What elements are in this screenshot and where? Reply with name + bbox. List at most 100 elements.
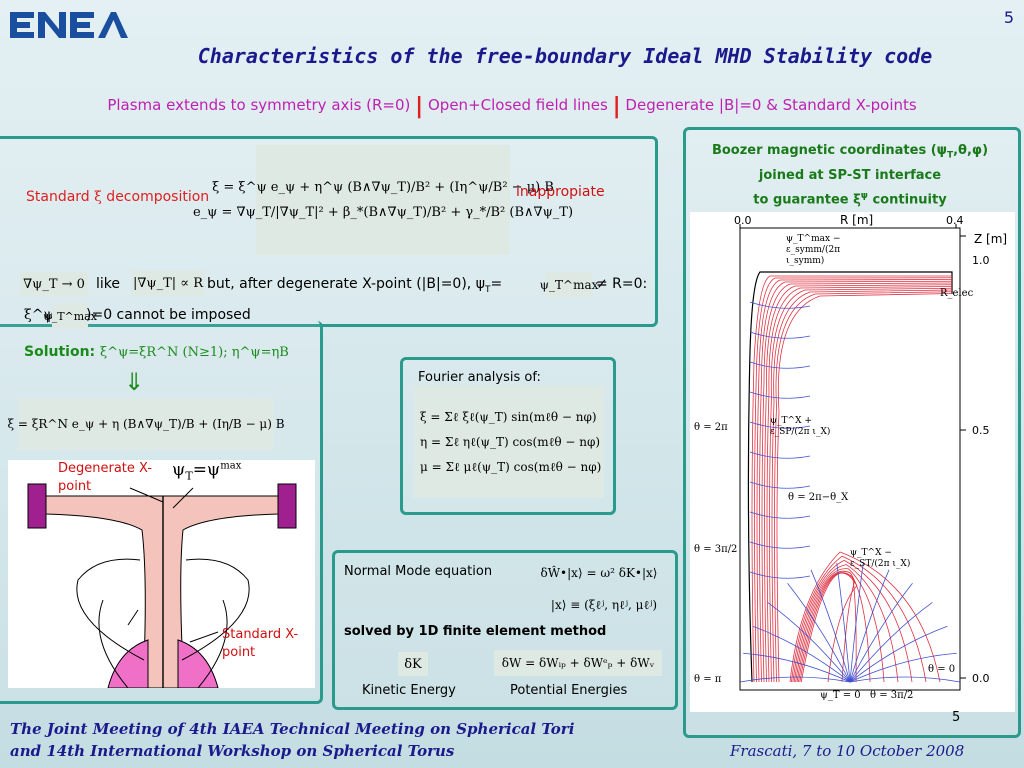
psi-max-box-2: ψ_T^max [43, 303, 97, 329]
fourier-xi: ξ = Σℓ ξℓ(ψ_T) sin(mℓθ − nφ) [420, 409, 597, 424]
plot-theta-line-0 [739, 676, 851, 683]
psi-equals: =ψ [192, 460, 221, 480]
ann-theta-2pi-minus: θ = 2π−θ_X [788, 492, 849, 503]
finite-element-label: solved by 1D finite element method [344, 624, 607, 639]
fourier-equations: ξ = Σℓ ξℓ(ψ_T) sin(mℓθ − nφ) η = Σℓ ηℓ(ψ… [414, 386, 604, 498]
standard-xpoint-label: Standard X-point [222, 627, 299, 660]
plot-theta-outer-6 [749, 481, 811, 489]
boozer-l1: Boozer magnetic coordinates (ψ [711, 143, 947, 158]
plot-theta-outer-0 [749, 301, 811, 309]
plot-flux-surface-0 [751, 275, 952, 683]
plot-theta-outer-7 [749, 511, 811, 519]
plot-theta-line-5 [810, 569, 851, 683]
psi-max-box: ψ_T^max [540, 272, 598, 298]
plot-theta-outer-1 [749, 331, 811, 339]
plot-inner-surface-8 [800, 572, 858, 683]
ann-theta-3pi2-b: θ = 3π/2 [870, 690, 914, 701]
subtitle-separator-1: | [415, 94, 424, 119]
plot-inner-page-number: 5 [952, 710, 961, 725]
psi-sub: T [185, 469, 193, 483]
plot-inner-surface-6 [798, 572, 857, 683]
slide-title: Characteristics of the free-boundary Ide… [197, 44, 933, 68]
plot-flux-surface-1 [754, 277, 953, 683]
plot-theta-line-11 [849, 625, 948, 683]
subtitle-part-1: Plasma extends to symmetry axis (R=0) [107, 96, 411, 114]
plot-y-tick-2: 0.0 [972, 672, 990, 685]
xi-psi-text: ξ^ψ( [24, 307, 60, 323]
solution-line: Solution: ξ^ψ=ξR^N (N≥1); η^ψ=ηB [24, 344, 289, 360]
plot-y-tick-1: 0.5 [972, 424, 990, 437]
plot-theta-line-6 [836, 562, 851, 683]
subtitle-part-2: Open+Closed field lines [428, 96, 608, 114]
ann-sp: ψ_T^X + ε_SP/(2π ι_X) [770, 416, 831, 437]
xi-equation: ξ = ξ^ψ e_ψ + η^ψ (B∧∇ψ_T)/B² + (Iη^ψ/B²… [212, 180, 554, 195]
down-arrow: ⇓ [124, 368, 145, 396]
boozer-l3: to guarantee ξ [753, 191, 861, 207]
plot-y-axis-label: Z [m] [974, 232, 1008, 246]
x-vector-definition: |x⟩ ≡ (ξℓʲ, ηℓʲ, μℓʲ) [550, 597, 658, 612]
boozer-l1-end: ,θ,φ) [953, 143, 989, 158]
boozer-title: Boozer magnetic coordinates (ψT,θ,φ) joi… [686, 141, 1014, 210]
potential-energies-label: Potential Energies [510, 683, 628, 698]
subtitle-part-3: Degenerate |B|=0 & Standard X-points [625, 96, 917, 114]
boozer-l3-sup: ψ [860, 190, 868, 201]
boozer-l1-sub: T [946, 150, 954, 161]
new-xi-equation: ξ = ξR^N e_ψ + η (B∧∇ψ_T)/B + (Iη/B − μ)… [7, 398, 285, 450]
plot-inner-surface-0 [789, 551, 941, 683]
boozer-plot: 0.0 R [m] 0.4 Z [m] 1.0 0.5 0.0 ψ_T^max … [690, 212, 1015, 725]
plot-flux-surface-4 [761, 282, 953, 683]
plot-x-tick-1: 0.4 [946, 214, 964, 227]
footer-line-2: and 14th International Workshop on Spher… [10, 742, 455, 760]
plot-flux-surface-8 [771, 289, 953, 683]
plot-x-axis-label: R [m] [840, 213, 874, 227]
boozer-plot-drawing [739, 224, 966, 691]
e-psi-equation: e_ψ = ∇ψ_T/|∇ψ_T|² + β_*(B∧∇ψ_T)/B² + γ_… [192, 205, 574, 220]
normal-mode-equation: δŴ•|x⟩ = ω² δK•|x⟩ [540, 566, 658, 580]
plot-theta-outer-5 [749, 451, 811, 459]
decomposition-text: decomposition [101, 189, 210, 205]
plot-theta-line-7 [849, 562, 864, 683]
abs-grad-equation: |∇ψ_T| ∝ R [132, 270, 204, 296]
boozer-line-2: joined at SP-ST interface [758, 167, 942, 183]
boozer-line-1: Boozer magnetic coordinates (ψT,θ,φ) [686, 141, 1014, 166]
ann-theta-3pi2: θ = 3π/2 [694, 544, 738, 555]
psi-equals-label: ψT=ψmax [172, 460, 241, 482]
footer-line-1: The Joint Meeting of 4th IAEA Technical … [10, 720, 575, 738]
degenerate-sentence: but, after degenerate X-point (|B|=0), ψ… [207, 276, 502, 295]
kinetic-energy-label: Kinetic Energy [362, 683, 456, 698]
psi-t-sub: T [484, 284, 491, 295]
plot-boundary [747, 271, 953, 683]
plot-theta-line-12 [849, 652, 957, 683]
plot-x-tick-0: 0.0 [734, 214, 752, 227]
plot-inner-surface-2 [792, 559, 913, 683]
fourier-title: Fourier analysis of: [418, 370, 541, 385]
plot-theta-line-3 [767, 602, 851, 683]
delta-w-box: δW = δWᵢₚ + δWᵉₚ + δWᵥ [494, 650, 662, 676]
plot-theta-line-13 [849, 676, 961, 683]
plot-theta-line-8 [849, 569, 890, 683]
fourier-mu: μ = Σℓ μℓ(ψ_T) cos(mℓθ − nφ) [420, 459, 602, 474]
enea-logo-graphic [10, 12, 128, 38]
plot-theta-line-9 [849, 582, 913, 683]
plot-flux-surface-3 [759, 280, 953, 683]
grad-psi-limit-equation: ∇ψ_T → 0 [20, 272, 88, 296]
degenerate-xpoint-label: Degenerate X-point [58, 461, 152, 494]
inappropriate-label: inappropiate [516, 184, 605, 200]
cannot-impose-text: )=0 cannot be imposed [86, 307, 251, 323]
ann-theta-0: θ = 0 [928, 664, 956, 675]
normal-mode-frame [332, 550, 678, 710]
footer-date: Frascati, 7 to 10 October 2008 [730, 742, 965, 760]
plot-inner-surface-3 [793, 564, 899, 683]
xpoint-diagram: Degenerate X-point ψT=ψmax Standard X-po… [8, 460, 315, 689]
ann-theta-pi: θ = π [694, 674, 722, 685]
xi-decomposition-equation: ξ = ξ^ψ e_ψ + η^ψ (B∧∇ψ_T)/B² + (Iη^ψ/B²… [193, 145, 573, 255]
plot-theta-line-10 [849, 602, 933, 683]
plot-flux-surface-9 [774, 291, 953, 683]
plot-flux-surface-6 [766, 286, 953, 683]
plot-theta-outer-2 [749, 361, 811, 369]
ann-theta-2pi: θ = 2π [694, 422, 728, 433]
standard-decomposition-label: Standard ξ decomposition [26, 189, 209, 205]
standard-text: Standard [26, 189, 95, 205]
plot-theta-line-2 [752, 625, 851, 683]
plot-theta-line-4 [787, 582, 851, 683]
